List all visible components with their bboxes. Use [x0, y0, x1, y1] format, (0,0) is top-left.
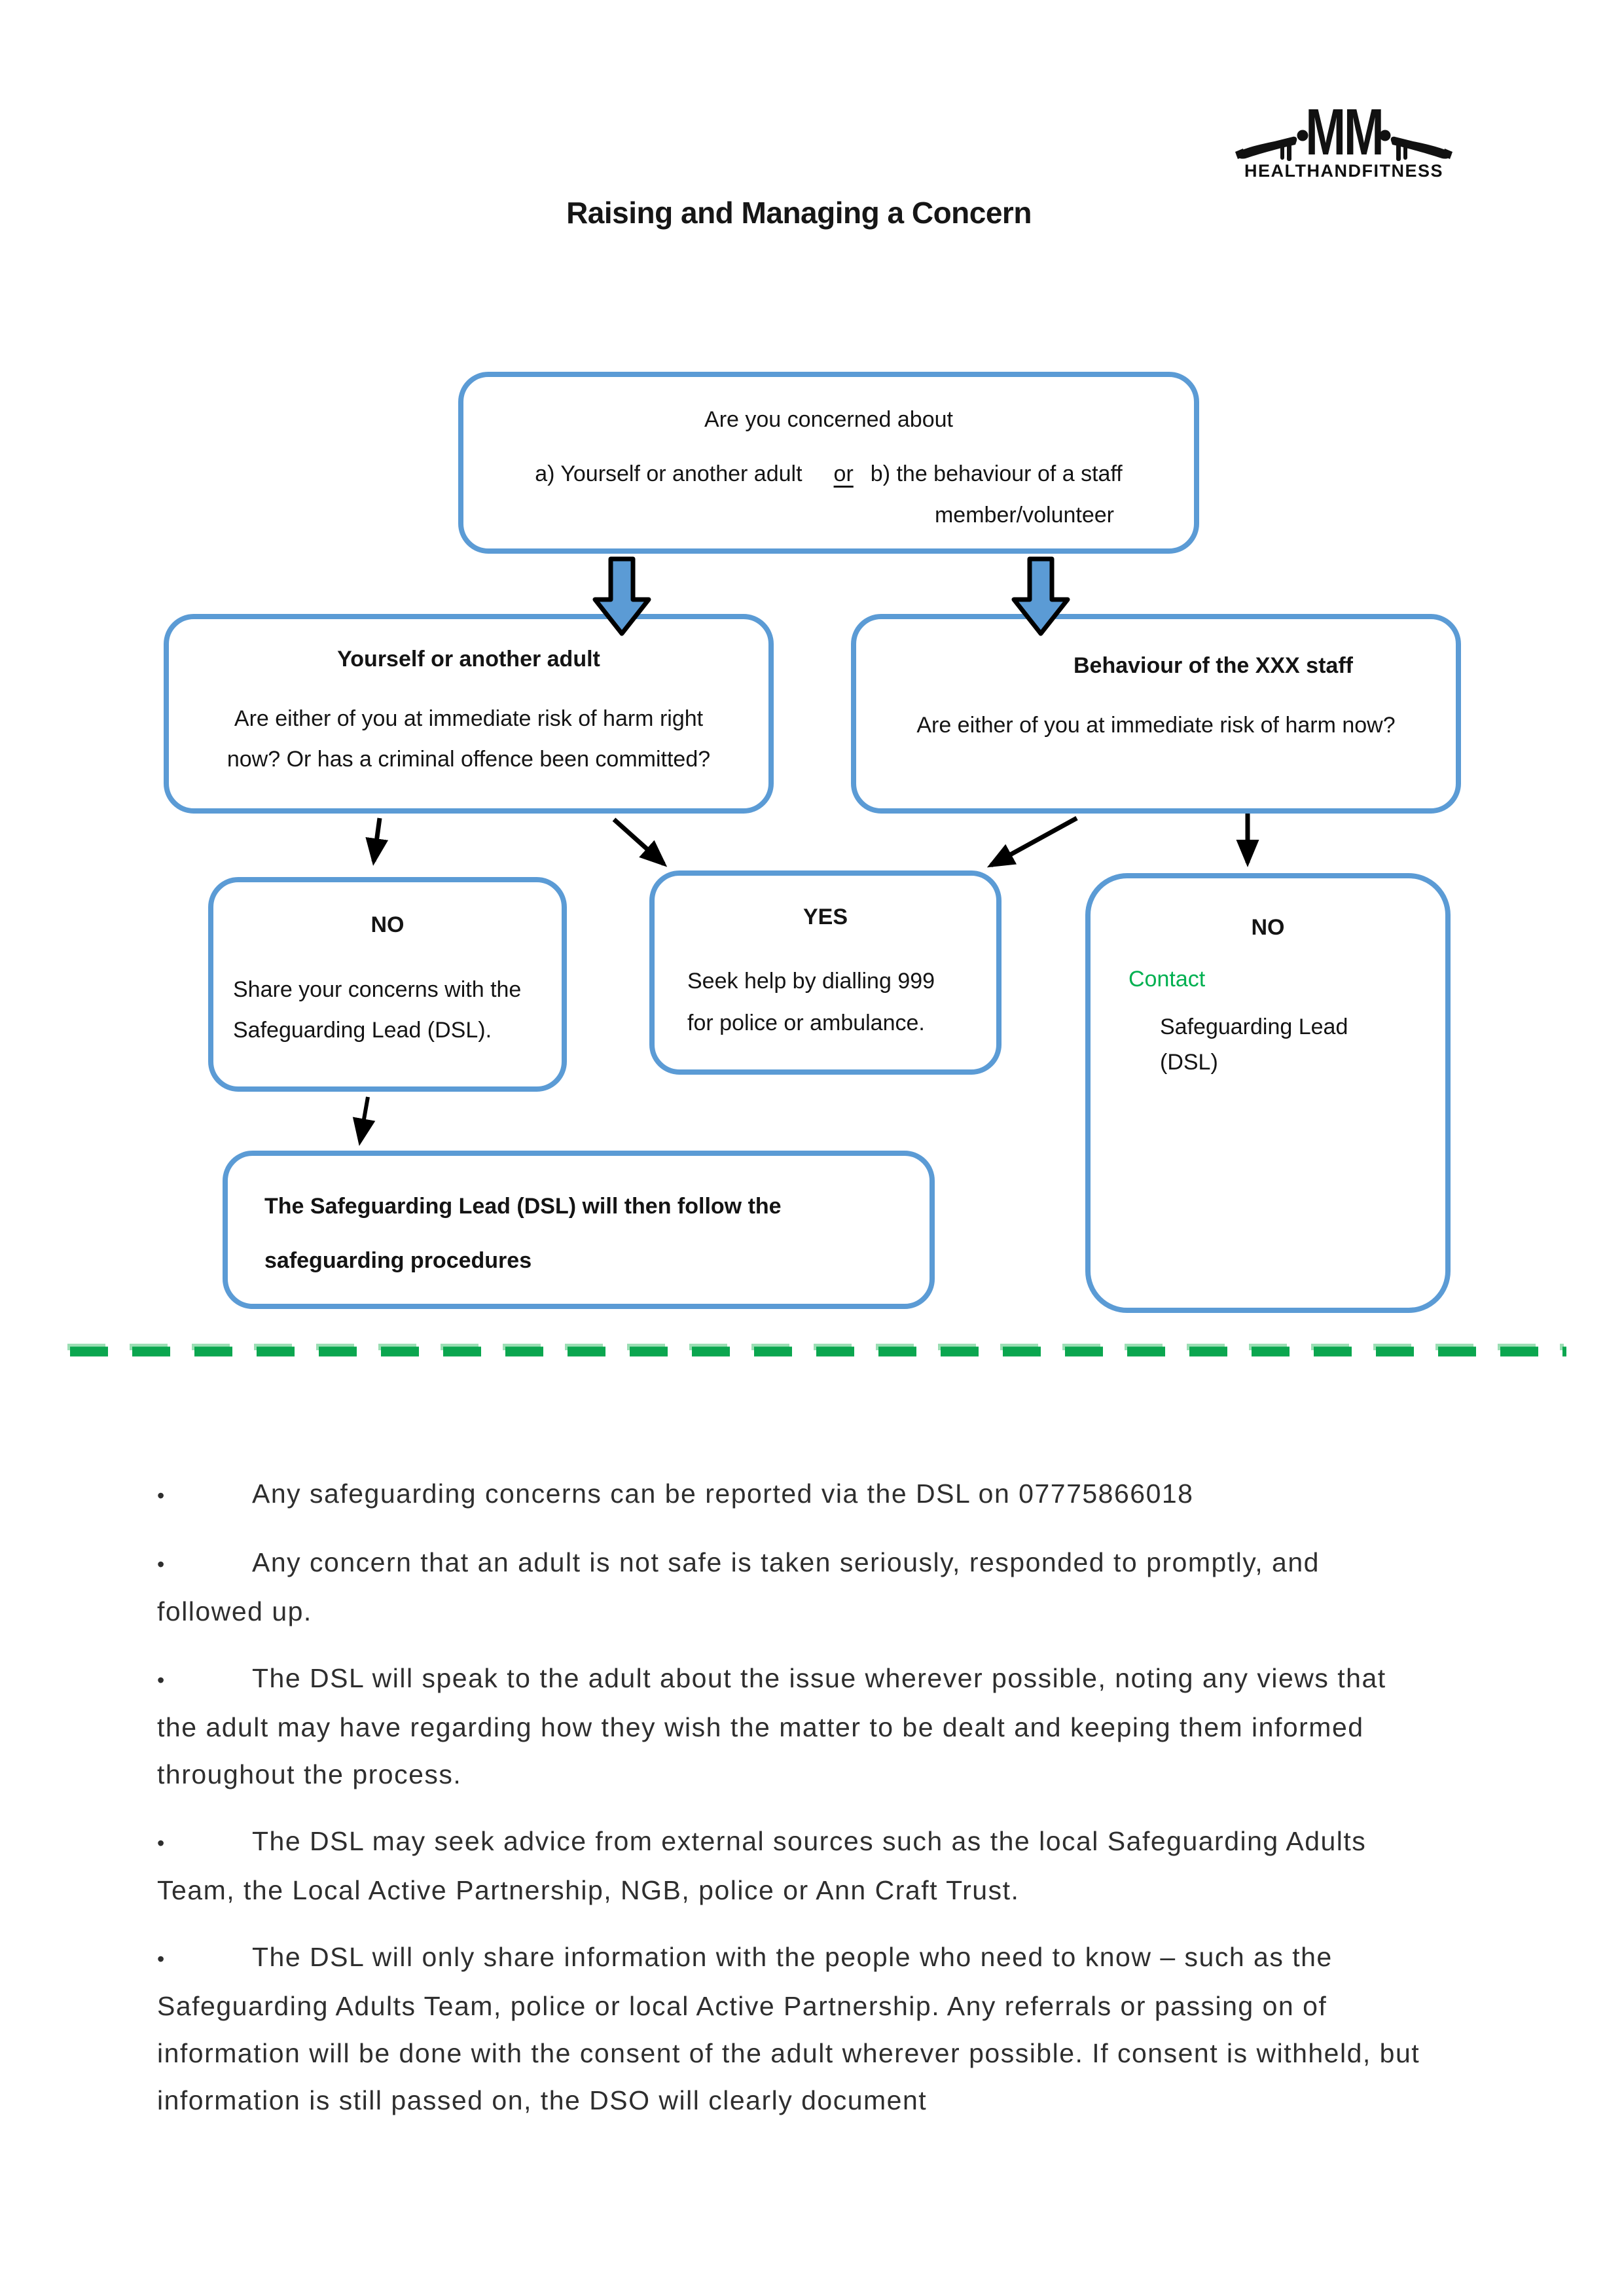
bullet-marker: •	[157, 1552, 165, 1576]
flow-box-staff-behaviour: Behaviour of the XXX staff Are either of…	[851, 614, 1461, 814]
bullet-item: •The DSL may seek advice from external s…	[157, 1818, 1434, 1914]
left-box-body-line1: Are either of you at immediate risk of h…	[234, 706, 704, 731]
arrow-leftbox-to-no	[365, 817, 389, 866]
flow-box-safeguarding-procedures: The Safeguarding Lead (DSL) will then fo…	[223, 1151, 935, 1309]
bullet-item: •Any concern that an adult is not safe i…	[157, 1539, 1434, 1635]
pushup-figure-left-icon	[1235, 130, 1308, 161]
logo-monogram: MM	[1305, 97, 1382, 169]
contact-box-title: NO	[1251, 915, 1285, 940]
right-box-title: Behaviour of the XXX staff	[1074, 653, 1353, 678]
contact-label: Contact	[1128, 967, 1206, 992]
left-box-title: Yourself or another adult	[337, 647, 600, 672]
concern-question-line1: Are you concerned about	[704, 407, 953, 432]
bullet-item: • Any safeguarding concerns can be report…	[157, 1470, 1434, 1519]
bullet-item: •The DSL will speak to the adult about t…	[157, 1655, 1434, 1798]
bullet-marker: •	[157, 1947, 165, 1971]
brand-logo-graphic: MM HEALTHANDFITNESS	[1235, 95, 1453, 181]
bullet-text-1: Any safeguarding concerns can be reporte…	[252, 1479, 1194, 1509]
flow-box-yourself-or-adult: Yourself or another adult Are either of …	[164, 614, 774, 814]
arrow-no-to-procedures	[352, 1096, 376, 1146]
yes-box-body: Seek help by dialling 999 for police or …	[655, 960, 996, 1044]
yes-box-body-line2: for police or ambulance.	[687, 1011, 925, 1035]
flow-box-no-contact-dsl: NO Contact Safeguarding Lead (DSL)	[1085, 873, 1451, 1313]
logo-wordmark: HEALTHANDFITNESS	[1244, 161, 1443, 181]
right-box-body: Are either of you at immediate risk of h…	[916, 713, 1396, 738]
arrow-rightbox-to-yes	[986, 816, 1078, 868]
option-b-continuation: member/volunteer	[934, 503, 1114, 528]
policy-bullet-list: • Any safeguarding concerns can be report…	[157, 1470, 1434, 2144]
contact-box-body-line1: Safeguarding Lead	[1160, 1014, 1348, 1039]
option-b-text: b) the behaviour of a staff	[870, 461, 1123, 486]
yes-box-title: YES	[803, 905, 848, 929]
yes-box-body-line1: Seek help by dialling 999	[687, 969, 935, 994]
flow-box-no-share-concerns: NO Share your concerns with the Safeguar…	[208, 877, 567, 1092]
left-box-body-line2: now? Or has a criminal offence been comm…	[226, 747, 711, 772]
bullet-marker: •	[157, 1831, 165, 1855]
flow-box-concern-question: Are you concerned about a) Yourself or a…	[458, 372, 1199, 554]
concern-question-options: a) Yourself or another adult or b) the b…	[463, 461, 1194, 487]
bullet-item: •The DSL will only share information wit…	[157, 1933, 1434, 2124]
bullet-marker: •	[157, 1484, 165, 1507]
procedures-line1: The Safeguarding Lead (DSL) will then fo…	[264, 1194, 782, 1219]
procedures-line2: safeguarding procedures	[264, 1248, 532, 1273]
flow-box-yes-dial-999: YES Seek help by dialling 999 for police…	[649, 870, 1001, 1075]
brand-logo: MM HEALTHANDFITNESS	[1234, 95, 1454, 182]
option-a-text: a) Yourself or another adult	[535, 461, 803, 486]
arrow-leftbox-to-yes	[612, 817, 668, 867]
bullet-text-3: The DSL will speak to the adult about th…	[157, 1663, 1386, 1789]
left-box-body: Are either of you at immediate risk of h…	[169, 698, 768, 780]
no-box-body: Share your concerns with the Safeguardin…	[213, 969, 562, 1050]
contact-box-body: Safeguarding Lead (DSL)	[1091, 1009, 1445, 1080]
page-title: Raising and Managing a Concern	[566, 196, 1032, 230]
bullet-text-2: Any concern that an adult is not safe is…	[157, 1547, 1320, 1626]
no-box-body-line2: Safeguarding Lead (DSL).	[233, 1018, 492, 1043]
contact-box-body-line2: (DSL)	[1160, 1050, 1218, 1075]
no-box-title: NO	[370, 912, 405, 937]
bullet-text-5: The DSL will only share information with…	[157, 1942, 1420, 2115]
bullet-text-4: The DSL may seek advice from external so…	[157, 1826, 1367, 1905]
pushup-figure-right-icon	[1379, 130, 1453, 161]
bullet-marker: •	[157, 1668, 165, 1692]
or-conjunction: or	[833, 461, 854, 486]
no-box-body-line1: Share your concerns with the	[233, 977, 522, 1002]
